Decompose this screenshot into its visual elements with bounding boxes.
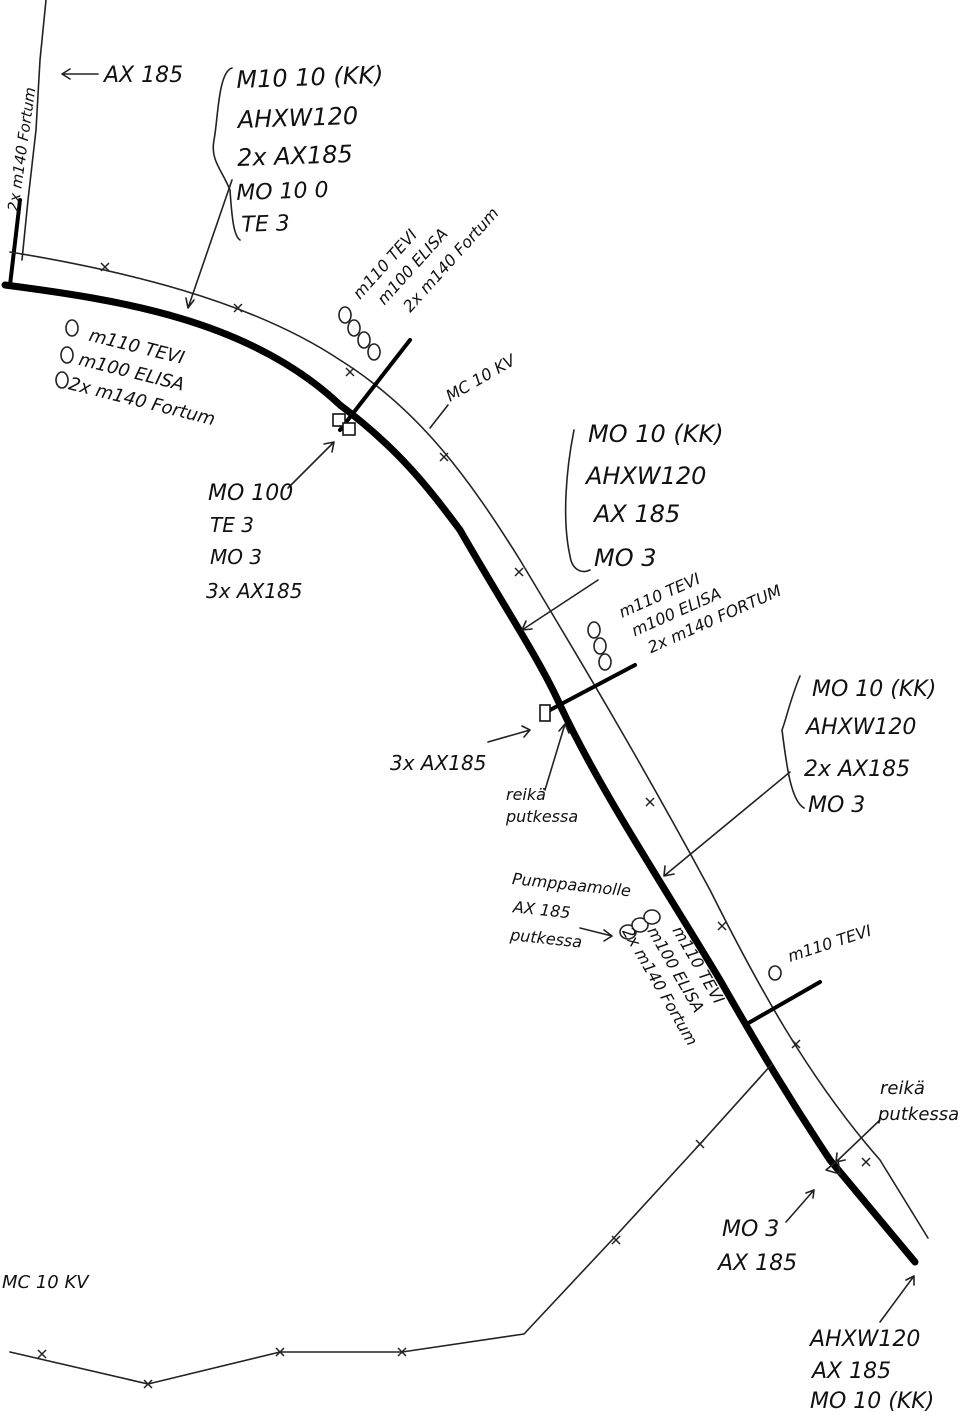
arrow-ax185-top	[61, 68, 99, 80]
block-1-line-2: AHXW120	[235, 102, 358, 134]
road-edge-line	[9, 251, 929, 1239]
block-3-line-4: MO 3	[594, 544, 657, 572]
crossing-1-box-2	[342, 422, 356, 436]
left-ducts-labels: m110 TEVI m100 ELISA 2x m140 Fortum	[66, 325, 217, 430]
lower-duct-rings	[619, 909, 661, 940]
block-1-line-1: M10 10 (KK)	[236, 61, 384, 94]
block-3: MO 10 (KK) AHXW120 AX 185 MO 3	[584, 420, 724, 572]
block-4-line-1: MO 10 (KK)	[812, 677, 936, 702]
mid-duct-rings	[587, 621, 612, 671]
block-2-line-1: MO 100	[208, 481, 293, 506]
crossing-3-line	[743, 980, 822, 1027]
block-1: M10 10 (KK) AHXW120 2x AX185 MO 10 0 TE …	[235, 61, 384, 238]
block-3-line-2: AHXW120	[584, 462, 706, 490]
single-duct-ring	[768, 965, 782, 981]
block-4-line-3: 2x AX185	[804, 757, 910, 782]
pump-label: Pumppaamolle AX 185 putkessa	[508, 869, 632, 952]
label-mc10kv-lower: MC 10 KV	[2, 1272, 90, 1293]
reika-2: reikä putkessa	[877, 1078, 959, 1125]
label-mc10kv-upper: MC 10 KV	[443, 350, 520, 405]
reika-1: reikä putkessa	[505, 785, 578, 826]
reika-1-line-2: putkessa	[505, 807, 578, 826]
crossing-1-line	[338, 338, 412, 432]
crossing-2-line	[548, 663, 637, 712]
crossing-2-box	[539, 704, 551, 722]
leader-reika-1	[544, 723, 570, 791]
left-duct-rings	[55, 319, 79, 389]
leader-reika-2	[835, 1119, 881, 1163]
lower-line-markers	[37, 1139, 705, 1389]
upper-ducts-labels: m110 TEVI m100 ELISA 2x m140 Fortum	[349, 204, 503, 316]
leader-block2	[287, 441, 335, 489]
leader-block1	[185, 179, 233, 309]
block-2-line-4: 3x AX185	[206, 579, 302, 603]
label-top-left-arrow: AX 185	[102, 63, 183, 88]
block-3-line-3: AX 185	[592, 500, 680, 528]
pump-line-3: putkessa	[508, 925, 583, 952]
block-2-line-3: MO 3	[210, 545, 262, 569]
block-1-line-3: 2x AX185	[237, 140, 354, 172]
crossing-1-box	[332, 413, 346, 427]
leader-block4	[663, 771, 791, 877]
block-4: MO 10 (KK) AHXW120 2x AX185 MO 3	[804, 677, 936, 818]
leader-block3	[521, 579, 599, 631]
reika-2-line-2: putkessa	[877, 1104, 959, 1125]
upper-duct-rings	[338, 306, 381, 361]
lower-mc-10kv-line	[9, 1063, 773, 1385]
label-m110-single: m110 TEVI	[785, 921, 874, 966]
leader-bottom-block	[879, 1275, 915, 1323]
left-vertical-stub	[8, 198, 22, 287]
bracket-1	[212, 67, 241, 241]
block-2: MO 100 TE 3 MO 3 3x AX185	[206, 481, 302, 603]
block-2-line-2: TE 3	[210, 513, 254, 537]
cable-triangle-1	[825, 1159, 841, 1175]
leader-mc10kv-upper	[429, 404, 449, 429]
reika-1-line-1: reikä	[506, 785, 546, 804]
block-1-line-5: TE 3	[241, 211, 290, 238]
top-left-vertical-line	[21, 0, 47, 261]
mo3-ax-line-2: AX 185	[716, 1251, 797, 1276]
road-edge-markers	[100, 262, 871, 1167]
bottom-block: AHXW120 AX 185 MO 10 (KK)	[808, 1327, 934, 1414]
reika-2-line-1: reikä	[880, 1078, 925, 1099]
leader-3xax	[487, 725, 531, 743]
main-cable	[1, 281, 919, 1266]
label-left-3xax: 3x AX185	[390, 751, 486, 775]
leader-pump	[579, 927, 613, 942]
bracket-4	[781, 675, 805, 809]
pump-line-1: Pumppaamolle	[511, 869, 632, 900]
pump-line-2: AX 185	[511, 897, 571, 922]
bottom-block-line-2: AX 185	[810, 1359, 891, 1384]
mo3-ax-line-1: MO 3	[722, 1217, 779, 1242]
mo3-ax-label: MO 3 AX 185	[716, 1217, 797, 1276]
block-4-line-2: AHXW120	[804, 715, 916, 740]
block-4-line-4: MO 3	[808, 793, 865, 818]
bottom-block-line-3: MO 10 (KK)	[810, 1389, 934, 1414]
bracket-3	[564, 429, 591, 573]
block-1-line-4: MO 10 0	[236, 178, 329, 206]
leader-mo3-ax	[785, 1189, 815, 1223]
block-3-line-1: MO 10 (KK)	[588, 420, 724, 448]
bottom-block-line-1: AHXW120	[808, 1327, 920, 1352]
